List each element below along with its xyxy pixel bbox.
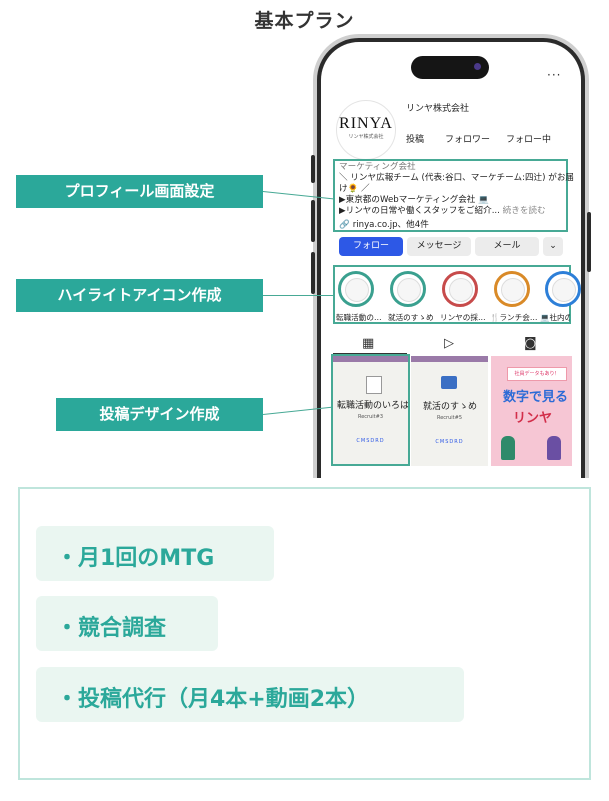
avatar-logo-subtext: リンヤ株式会社 [348,134,384,140]
stat-following[interactable]: フォロー中 [506,135,552,145]
grid-tab-icon[interactable]: ▦ [362,336,375,351]
plan-item-bg [36,667,464,722]
post-thumbnail[interactable]: 就活のすゝめ Recruit#5 CMSDRD [411,356,488,466]
plan-item: ・月1回のMTG [56,546,215,571]
post-title: 数字で見る [503,390,569,405]
bio-highlight-frame [333,159,568,232]
bio-line-text: ▶リンヤの日常や働くスタッフをご紹介... [339,206,500,216]
post-highlight-frame [331,354,410,466]
bio-line: ▶東京都のWebマーケティング会社 💻 [339,195,489,205]
person-illustration [547,436,561,460]
profile-label: プロフィール画面設定 [16,175,263,208]
phone-side-button [311,200,315,242]
highlight-label: 就活のすゝめ [388,313,434,322]
highlight-icon[interactable] [390,271,426,307]
post-sticker: 社員データもあり！ [507,367,567,381]
post-title: リンヤ [513,411,553,426]
post-logo: CMSDRD [435,439,464,445]
plan-item-bg [36,526,274,581]
plan-item: ・競合調査 [56,616,167,641]
highlight-icon[interactable] [494,271,530,307]
post-thumbnail[interactable]: 転職活動のいろは Recruit#3 CMSDRD [333,356,408,466]
profile-link[interactable]: 🔗rinya.co.jp、他4件 [339,218,429,230]
highlight-label: リンヤの採… [440,313,486,322]
page-title: 基本プラン [254,10,355,32]
highlight-icon[interactable] [338,271,374,307]
plan-items-box [18,487,591,780]
post-title: 就活のすゝめ [423,402,478,412]
post-subtitle: Recruit#5 [436,415,463,421]
highlight-label: 🍴ランチ会… [490,313,538,322]
highlight-label-badge: ハイライトアイコン作成 [16,279,263,312]
post-title: 転職活動のいろは [337,401,408,411]
bio-line: け🌻 ／ [339,184,370,194]
phone-side-button [311,155,315,183]
dynamic-island [411,56,489,79]
avatar[interactable]: RINYA リンヤ株式会社 [336,100,396,160]
post-logo: CMSDRD [356,438,385,444]
active-tab-indicator [333,353,407,354]
post-subtitle: Recruit#3 [357,414,384,420]
bio-category: マーケティング会社 [339,162,416,172]
more-options-icon[interactable]: ··· [547,68,562,82]
stat-followers[interactable]: フォロワー [445,135,491,145]
profile-name: リンヤ株式会社 [406,104,470,114]
highlight-label: 転職活動の… [336,313,382,322]
read-more-link[interactable]: 続きを読む [499,206,546,216]
tagged-tab-icon[interactable]: ◙ [524,336,537,351]
highlight-icon[interactable] [442,271,478,307]
phone-side-button [587,212,591,272]
reels-tab-icon[interactable]: ▷ [444,336,454,351]
plan-item-bg [36,596,218,651]
highlight-leader-line [263,295,335,296]
briefcase-icon [441,376,457,389]
follow-button[interactable]: フォロー [339,237,403,256]
post-label: 投稿デザイン作成 [56,398,263,431]
message-button[interactable]: メッセージ [407,237,471,256]
highlight-label: 💻社内の… [540,313,570,322]
link-icon: 🔗 [339,220,350,230]
bio-line: ＼ リンヤ広報チーム (代表:谷口、マーケチーム:四辻) がお届 [339,173,575,183]
camera-dot [474,63,481,70]
plan-item: ・投稿代行（月4本+動画2本） [56,687,370,712]
bio-line-truncated: ▶リンヤの日常や働くスタッフをご紹介... 続きを読む [339,204,546,216]
highlight-icon[interactable] [545,271,581,307]
avatar-logo-text: RINYA [339,115,393,132]
profile-link-text: rinya.co.jp、他4件 [352,220,429,230]
document-icon [366,376,382,394]
expand-icon[interactable]: ⌄ [543,237,563,256]
person-illustration [501,436,515,460]
stat-posts[interactable]: 投稿 [406,135,425,145]
mail-button[interactable]: メール [475,237,539,256]
phone-side-button [311,252,315,294]
